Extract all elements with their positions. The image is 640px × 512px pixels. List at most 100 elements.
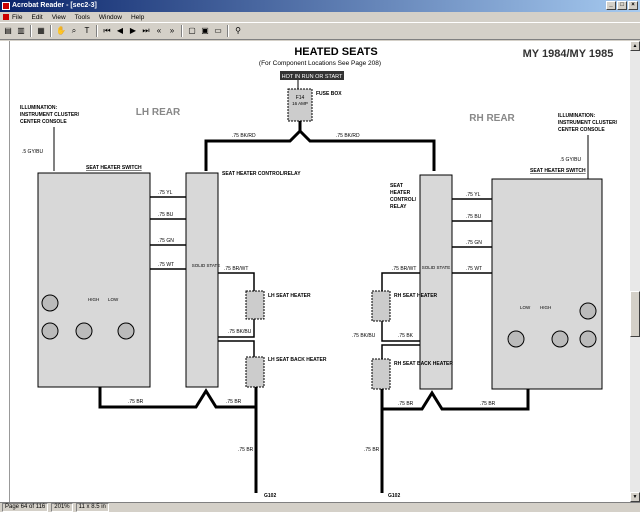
wiring-diagram: HEATED SEATS (For Component Locations Se… <box>20 46 618 499</box>
hot-label-box <box>280 71 344 80</box>
rh-switch-label: SEAT HEATER SWITCH <box>530 168 586 174</box>
actual-size-icon[interactable]: ▢ <box>188 26 196 35</box>
lh-wire-bu: .75 BU <box>158 212 174 218</box>
document-view[interactable]: HEATED SEATS (For Component Locations Se… <box>10 41 630 502</box>
menu-help[interactable]: Help <box>130 13 145 21</box>
lh-control-label: SEAT HEATER CONTROL/RELAY <box>222 171 301 177</box>
menu-edit[interactable]: Edit <box>31 13 43 21</box>
rh-back-heater-label: RH SEAT BACK HEATER <box>394 361 453 367</box>
rh-wire-bu: .75 BU <box>466 214 482 220</box>
lh-seat-back-heater <box>245 356 265 388</box>
rh-seat-heater-switch <box>491 178 603 390</box>
model-year: MY 1984/MY 1985 <box>523 48 614 60</box>
rh-control-relay <box>419 174 453 390</box>
open-icon[interactable]: ▤ <box>4 26 12 35</box>
rh-seat-back-heater <box>371 358 391 390</box>
lh-wire-brwt: .75 BR/WT <box>224 266 248 272</box>
lh-seat-heater <box>245 290 265 320</box>
svg-text:INSTRUMENT CLUSTER/: INSTRUMENT CLUSTER/ <box>558 120 618 126</box>
app-icon <box>2 2 10 10</box>
svg-text:CONTROL/: CONTROL/ <box>390 197 417 203</box>
svg-text:CENTER CONSOLE: CENTER CONSOLE <box>20 119 67 125</box>
menu-window[interactable]: Window <box>98 13 122 21</box>
svg-text:HEATER: HEATER <box>390 190 411 196</box>
lh-high: HIGH <box>88 297 99 302</box>
menu-file[interactable]: File <box>12 13 23 21</box>
close-button[interactable]: × <box>628 1 638 10</box>
maximize-button[interactable]: □ <box>617 1 627 10</box>
diagram-title: HEATED SEATS <box>294 46 377 58</box>
lh-solid-state: SOLID STATE <box>192 263 221 268</box>
menu-tools[interactable]: Tools <box>74 13 90 21</box>
status-bar: Page 64 of 116 201% 11 x 8.5 in <box>0 502 640 512</box>
rh-wire-brwt: .75 BR/WT <box>392 266 416 272</box>
lh-ground-wire-1: .75 BR <box>128 399 144 405</box>
scroll-down-button[interactable]: ▼ <box>630 492 640 502</box>
first-page-icon[interactable]: ⏮ <box>103 26 111 35</box>
lh-switch-label: SEAT HEATER SWITCH <box>86 165 142 171</box>
scroll-thumb[interactable] <box>630 291 640 337</box>
lh-wire-wt: .75 WT <box>158 262 174 268</box>
lh-seat-heater-label: LH SEAT HEATER <box>268 293 311 299</box>
wire-left-feed: .75 BK/RD <box>232 133 256 139</box>
rh-high: HIGH <box>540 305 551 310</box>
prev-page-icon[interactable]: ◀ <box>116 26 124 35</box>
fit-width-icon[interactable]: ▭ <box>214 26 222 35</box>
rh-ground-point: G102 <box>388 493 400 499</box>
rh-solid-state: SOLID STATE <box>422 265 451 270</box>
page-indicator[interactable]: Page 64 of 116 <box>2 503 49 512</box>
svg-text:RELAY: RELAY <box>390 204 407 210</box>
lh-wire-bkbu: .75 BK/BU <box>228 329 252 335</box>
page-size-indicator: 11 x 8.5 in <box>75 503 109 512</box>
zoom-tool-icon[interactable]: ⌕ <box>71 26 77 35</box>
lh-illum-wire: .5 GY/BU <box>22 149 44 155</box>
lh-seat-heater-switch <box>37 172 151 388</box>
last-page-icon[interactable]: ⏭ <box>142 26 150 35</box>
lh-wire-yl: .75 YL <box>158 190 173 196</box>
rh-seat-heater <box>371 290 391 322</box>
rh-ground-wire-2: .75 BR <box>480 401 496 407</box>
scroll-up-button[interactable]: ▲ <box>630 41 640 51</box>
fuse-box-label: FUSE BOX <box>316 91 342 97</box>
rh-wire-gn: .75 GN <box>466 240 482 246</box>
zoom-indicator[interactable]: 201% <box>51 503 73 512</box>
hot-label: HOT IN RUN OR START <box>282 74 343 80</box>
diagram-subtitle: (For Component Locations See Page 208) <box>259 60 381 67</box>
lh-control-relay <box>185 172 219 388</box>
next-page-icon[interactable]: ▶ <box>129 26 137 35</box>
menu-view[interactable]: View <box>51 13 66 21</box>
go-forward-icon[interactable]: » <box>169 26 175 35</box>
lh-illumination: ILLUMINATION: <box>20 105 57 111</box>
rh-rear-label: RH REAR <box>469 113 515 124</box>
svg-text:CENTER CONSOLE: CENTER CONSOLE <box>558 127 605 133</box>
rh-illumination: ILLUMINATION: <box>558 113 595 119</box>
lh-back-heater-label: LH SEAT BACK HEATER <box>268 357 327 363</box>
hand-tool-icon[interactable]: ✋ <box>56 26 66 35</box>
toolbar: ▤ ▥ ▦ ✋ ⌕ T ⏮ ◀ ▶ ⏭ « » ▢ ▣ ▭ ⚲ <box>0 22 640 40</box>
print-icon[interactable]: ▥ <box>17 26 25 35</box>
fit-page-icon[interactable]: ▣ <box>201 26 209 35</box>
lh-rear-label: LH REAR <box>136 107 181 118</box>
fuse-amp: 16 AMP <box>292 101 308 106</box>
text-select-icon[interactable]: T <box>84 26 90 35</box>
rh-seat-heater-label: RH SEAT HEATER <box>394 293 438 299</box>
rh-wire-yl: .75 YL <box>466 192 481 198</box>
title-bar: Acrobat Reader - [sec2-3] _ □ × <box>0 0 640 12</box>
show-hide-icon[interactable]: ▦ <box>37 26 45 35</box>
rh-illum-wire: .5 GY/BU <box>560 157 582 163</box>
rh-low: LOW <box>520 305 531 310</box>
lh-low: LOW <box>108 297 119 302</box>
lh-wire-gn: .75 GN <box>158 238 174 244</box>
rh-wire-bkbu: .75 BK/BU <box>352 333 376 339</box>
lh-ground-wire-2: .75 BR <box>226 399 242 405</box>
minimize-button[interactable]: _ <box>606 1 616 10</box>
vertical-scrollbar[interactable]: ▲ ▼ <box>630 41 640 502</box>
rh-ground-wire-3: .75 BR <box>364 447 380 453</box>
find-icon[interactable]: ⚲ <box>235 26 241 35</box>
go-back-icon[interactable]: « <box>156 26 162 35</box>
rh-wire-bk: .75 BK <box>398 333 414 339</box>
rh-wire-wt: .75 WT <box>466 266 482 272</box>
document-menu-icon[interactable] <box>3 14 9 20</box>
window-title: Acrobat Reader - [sec2-3] <box>12 2 97 9</box>
bookmark-strip[interactable] <box>0 41 10 502</box>
